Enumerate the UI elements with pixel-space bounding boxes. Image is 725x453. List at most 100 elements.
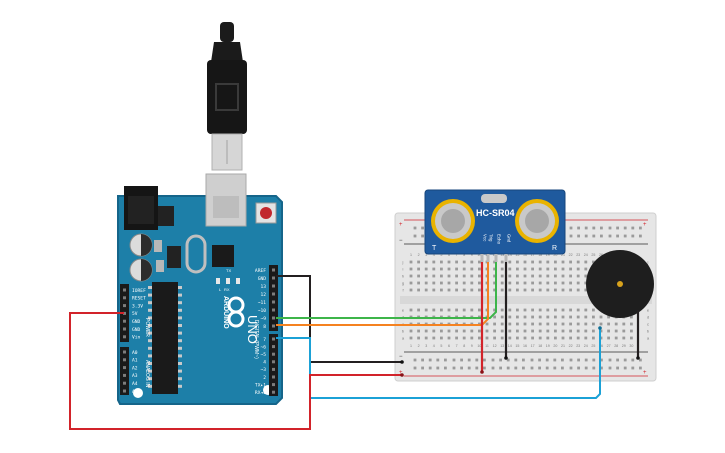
breadboard-rail-hole[interactable] [608,226,612,230]
breadboard-rail-hole[interactable] [631,366,635,370]
breadboard-hole[interactable] [569,288,572,292]
breadboard-rail-hole[interactable] [577,234,580,238]
breadboard-hole[interactable] [478,308,481,312]
breadboard-hole[interactable] [546,336,550,340]
breadboard-hole[interactable] [607,315,610,319]
breadboard-rail-hole[interactable] [616,226,619,230]
breadboard-hole[interactable] [523,336,527,340]
breadboard-hole[interactable] [516,336,519,340]
breadboard-hole[interactable] [538,315,542,319]
breadboard-rail-hole[interactable] [460,366,463,370]
breadboard-hole[interactable] [523,329,527,333]
breadboard-hole[interactable] [554,329,557,333]
breadboard-hole[interactable] [614,336,618,340]
breadboard-hole[interactable] [462,274,466,278]
breadboard-hole[interactable] [554,315,557,319]
breadboard-hole[interactable] [470,274,474,278]
breadboard-hole[interactable] [447,336,451,340]
breadboard-hole[interactable] [417,288,420,292]
breadboard-hole[interactable] [554,260,557,264]
breadboard-rail-hole[interactable] [475,366,479,370]
breadboard-rail-hole[interactable] [623,358,627,362]
power-pin-0[interactable] [123,288,126,292]
breadboard-hole[interactable] [538,308,542,312]
trig-wire[interactable] [276,262,497,319]
breadboard-hole[interactable] [462,329,466,333]
breadboard-hole[interactable] [500,336,504,340]
breadboard-hole[interactable] [500,322,504,326]
breadboard-hole[interactable] [531,288,534,292]
breadboard-rail-hole[interactable] [569,234,573,238]
usb-cable[interactable] [207,22,247,171]
breadboard-hole[interactable] [576,308,580,312]
breadboard-rail-hole[interactable] [530,358,534,362]
breadboard-hole[interactable] [500,260,504,264]
breadboard-hole[interactable] [630,322,633,326]
breadboard-rail-hole[interactable] [584,234,588,238]
breadboard-hole[interactable] [516,329,519,333]
breadboard-hole[interactable] [592,315,595,319]
breadboard-hole[interactable] [516,322,519,326]
breadboard-hole[interactable] [607,322,610,326]
breadboard-hole[interactable] [538,322,542,326]
breadboard-hole[interactable] [516,315,519,319]
breadboard-hole[interactable] [546,322,550,326]
breadboard-hole[interactable] [614,322,618,326]
breadboard-hole[interactable] [508,260,512,264]
piezo-buzzer[interactable] [586,250,654,318]
breadboard-hole[interactable] [584,329,588,333]
breadboard-hole[interactable] [470,260,474,264]
breadboard-hole[interactable] [432,267,436,271]
breadboard-hole[interactable] [508,329,512,333]
breadboard-rail-hole[interactable] [553,358,557,362]
5v-wire[interactable] [69,312,402,430]
breadboard-rail-hole[interactable] [639,366,642,370]
breadboard-hole[interactable] [409,267,413,271]
breadboard-hole[interactable] [500,288,504,292]
echo-wire[interactable] [276,262,489,326]
breadboard-hole[interactable] [447,281,451,285]
digital-pin-bottom-2[interactable] [272,352,275,356]
breadboard-hole[interactable] [409,281,413,285]
breadboard-hole[interactable] [432,308,436,312]
breadboard-hole[interactable] [417,267,420,271]
breadboard-hole[interactable] [432,260,436,264]
breadboard-hole[interactable] [424,329,428,333]
breadboard-hole[interactable] [493,281,496,285]
breadboard-hole[interactable] [584,308,588,312]
breadboard-hole[interactable] [576,322,580,326]
breadboard-hole[interactable] [455,336,458,340]
breadboard-hole[interactable] [424,274,428,278]
breadboard-hole[interactable] [561,308,565,312]
breadboard-hole[interactable] [576,288,580,292]
analog-pin-5[interactable] [123,389,126,393]
breadboard-hole[interactable] [523,267,527,271]
breadboard-rail-hole[interactable] [592,358,596,362]
breadboard-hole[interactable] [462,267,466,271]
breadboard-hole[interactable] [523,281,527,285]
breadboard-hole[interactable] [561,267,565,271]
breadboard-hole[interactable] [599,315,603,319]
analog-pin-4[interactable] [123,381,126,385]
breadboard-hole[interactable] [576,336,580,340]
breadboard-rail-hole[interactable] [444,366,447,370]
breadboard-hole[interactable] [424,336,428,340]
breadboard-hole[interactable] [500,281,504,285]
breadboard-hole[interactable] [508,315,512,319]
breadboard-hole[interactable] [500,315,504,319]
breadboard-rail-hole[interactable] [584,366,588,370]
breadboard-hole[interactable] [554,281,557,285]
breadboard-hole[interactable] [554,308,557,312]
breadboard-hole[interactable] [538,267,542,271]
breadboard-hole[interactable] [630,315,633,319]
breadboard-hole[interactable] [417,329,420,333]
digital-pin-top-6[interactable] [272,316,275,320]
breadboard-rail-hole[interactable] [428,366,432,370]
breadboard-hole[interactable] [538,329,542,333]
breadboard-hole[interactable] [531,281,534,285]
breadboard-hole[interactable] [569,315,572,319]
breadboard-hole[interactable] [455,329,458,333]
breadboard-hole[interactable] [447,329,451,333]
breadboard-rail-hole[interactable] [421,226,424,230]
breadboard-hole[interactable] [409,336,413,340]
